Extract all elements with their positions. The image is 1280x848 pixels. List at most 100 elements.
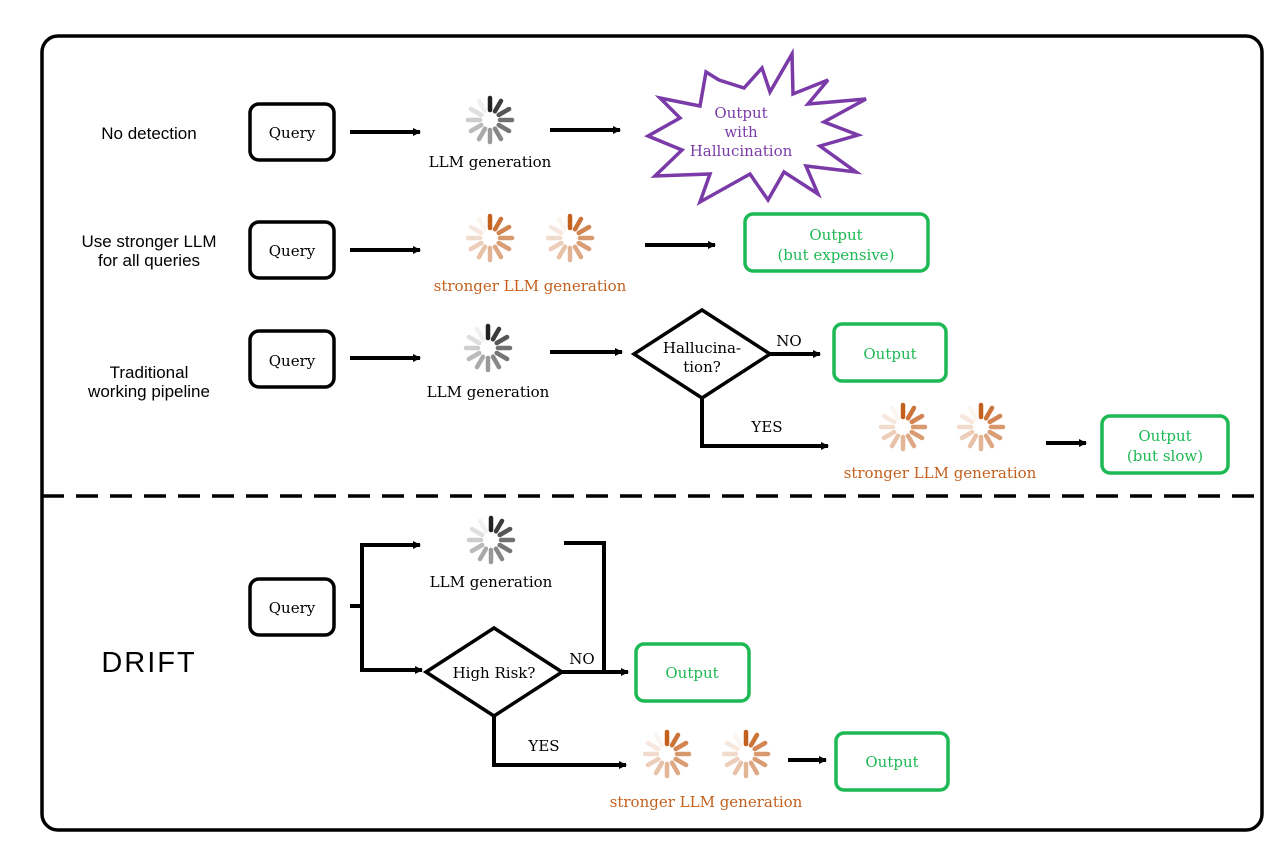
spinner-tick	[987, 429, 1003, 441]
spinner-tick	[732, 760, 744, 776]
row-label-traditional-line-2: working pipeline	[87, 382, 210, 401]
spinner-tick	[909, 413, 925, 425]
generation-label: LLM generation	[427, 383, 550, 401]
spinner-tick	[469, 526, 485, 538]
output-slow-line-1: Output	[1138, 427, 1191, 445]
spinner-tick	[468, 240, 484, 252]
decision-line-2: tion?	[683, 358, 721, 376]
hallucination-output: Output with Hallucination	[643, 47, 867, 206]
spinner-tick	[905, 433, 917, 449]
hallucination-output-line-3: Hallucination	[690, 142, 793, 160]
output-expensive-line-2: (but expensive)	[777, 246, 894, 264]
row-label-no-detection: No detection	[101, 124, 196, 143]
spinner-tick	[673, 756, 689, 768]
spinner-tick	[496, 122, 512, 134]
decision-text: High Risk?	[453, 664, 536, 682]
loading-spinner-icon	[465, 213, 515, 263]
spinner-tick	[752, 756, 768, 768]
hallucination-output-line-2: with	[724, 123, 758, 141]
arrow	[360, 541, 421, 670]
row-label-stronger-line-1: Use stronger LLM	[81, 232, 216, 251]
query-text: Query	[269, 242, 316, 260]
spinner-tick	[466, 350, 482, 362]
query-box-3: Query	[248, 329, 336, 389]
spinner-tick	[645, 740, 661, 752]
spinner-tick	[653, 732, 665, 748]
spinner-tick	[476, 98, 488, 114]
loading-spinner-icon	[956, 402, 1006, 452]
query-text: Query	[269, 352, 316, 370]
spinner-tick	[466, 334, 482, 346]
spinner-tick	[905, 405, 917, 421]
spinner-tick	[468, 106, 484, 118]
stronger-generation-label: stronger LLM generation	[610, 793, 803, 811]
query-box-drift: Query	[248, 577, 336, 637]
spinner-tick	[493, 546, 505, 562]
stronger-generation-label: stronger LLM generation	[434, 277, 627, 295]
output-box-3: Output	[832, 322, 948, 383]
spinner-tick	[476, 126, 488, 142]
spinner-tick	[881, 413, 897, 425]
spinner-tick	[959, 429, 975, 441]
output-box-drift-bottom: Output	[834, 731, 950, 792]
spinner-tick	[748, 732, 760, 748]
spinner-tick	[474, 354, 486, 370]
spinner-tick	[889, 433, 901, 449]
drift-label: DRIFT	[101, 647, 196, 679]
row-label-stronger-line-2: for all queries	[98, 251, 200, 270]
arrow	[360, 545, 423, 674]
spinner-tick	[987, 413, 1003, 425]
spinner-tick	[476, 216, 488, 232]
spinner-tick	[576, 224, 592, 236]
spinner-tick	[752, 740, 768, 752]
spinner-tick	[477, 546, 489, 562]
spinner-tick	[669, 732, 681, 748]
query-box-1: Query	[248, 102, 336, 162]
loading-spinner-icon	[545, 213, 595, 263]
output-text: Output	[863, 345, 916, 363]
stronger-generation-label: stronger LLM generation	[844, 464, 1037, 482]
output-expensive: Output (but expensive)	[743, 212, 930, 273]
spinner-tick	[474, 326, 486, 342]
output-slow: Output (but slow)	[1100, 414, 1230, 475]
hallucination-decision: Hallucina- tion?	[630, 307, 774, 401]
yes-label: YES	[750, 418, 782, 436]
spinner-tick	[497, 526, 513, 538]
spinner-tick	[496, 224, 512, 236]
spinner-tick	[673, 740, 689, 752]
spinner-tick	[496, 240, 512, 252]
spinner-tick	[477, 518, 489, 534]
loading-spinner-icon	[642, 729, 692, 779]
generation-label: LLM generation	[430, 573, 553, 591]
spinner-tick	[490, 326, 502, 342]
outer-frame	[40, 34, 1264, 832]
spinner-tick	[469, 542, 485, 554]
spinner-tick	[572, 244, 584, 260]
no-label: NO	[776, 332, 801, 350]
spinner-tick	[494, 334, 510, 346]
spinner-tick	[548, 224, 564, 236]
loading-spinner-icon	[878, 402, 928, 452]
no-label: NO	[569, 650, 594, 668]
query-text: Query	[269, 124, 316, 142]
loading-spinner-icon	[465, 95, 515, 145]
spinner-tick	[724, 756, 740, 768]
output-text: Output	[665, 664, 718, 682]
spinner-tick	[748, 760, 760, 776]
spinner-tick	[909, 429, 925, 441]
spinner-tick	[983, 405, 995, 421]
spinner-tick	[724, 740, 740, 752]
loading-spinner-icon	[721, 729, 771, 779]
generation-label: LLM generation	[429, 153, 552, 171]
query-text: Query	[269, 599, 316, 617]
query-box-2: Query	[248, 220, 336, 280]
spinner-tick	[556, 244, 568, 260]
spinner-tick	[497, 542, 513, 554]
spinner-tick	[556, 216, 568, 232]
spinner-tick	[881, 429, 897, 441]
spinner-tick	[889, 405, 901, 421]
connector	[564, 541, 606, 672]
spinner-tick	[496, 106, 512, 118]
hallucination-output-line-1: Output	[714, 104, 767, 122]
